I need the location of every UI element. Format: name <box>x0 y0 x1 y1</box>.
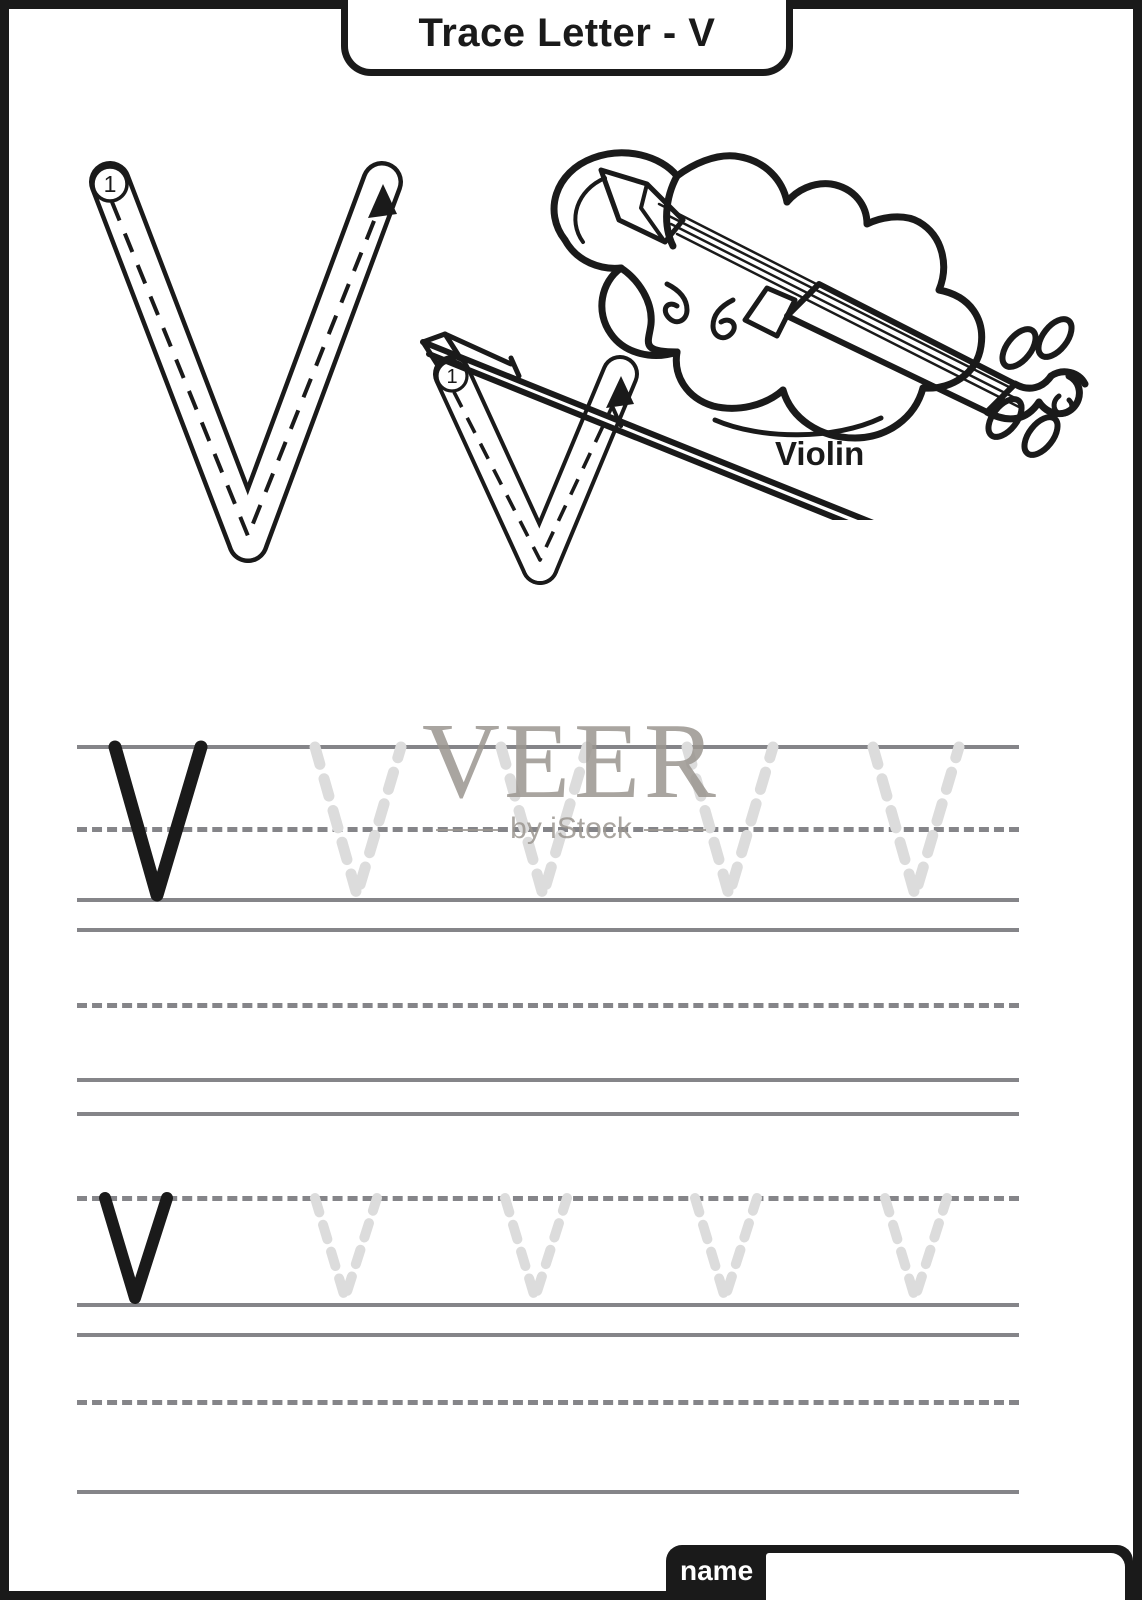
guide-letter-V <box>681 741 779 901</box>
rule-line <box>77 898 1019 902</box>
guide-letter-V <box>495 741 593 901</box>
rule-line <box>77 928 1019 932</box>
title-plaque: Trace Letter - V <box>341 0 793 76</box>
picture-label: Violin <box>775 435 865 472</box>
rule-line <box>77 1490 1019 1494</box>
guide-letter-v <box>500 1193 572 1303</box>
demo-lowercase-v: 1 <box>433 355 639 585</box>
rule-line <box>77 1003 1019 1008</box>
name-label: name <box>680 1555 754 1586</box>
rule-line <box>77 827 1019 832</box>
practice-area <box>77 740 1019 1494</box>
stroke-order-circle-1 <box>91 165 129 203</box>
stroke-order-number: 1 <box>446 366 457 388</box>
rule-line <box>77 1112 1019 1116</box>
name-input[interactable] <box>766 1553 1125 1600</box>
rule-line <box>77 1078 1019 1082</box>
rule-line <box>77 1400 1019 1405</box>
rule-line <box>77 745 1019 749</box>
page-title: Trace Letter - V <box>418 11 716 55</box>
guide-letter-V <box>309 741 407 901</box>
name-field-container: name <box>666 1545 1133 1600</box>
model-letter-V <box>108 740 208 902</box>
rule-line <box>77 1196 1019 1201</box>
practice-row-lowercase <box>99 1192 952 1304</box>
guide-letter-v <box>310 1193 382 1303</box>
rule-line <box>77 1303 1019 1307</box>
demo-uppercase-v: 1 <box>89 161 403 563</box>
violin-icon <box>420 149 1089 520</box>
guide-letter-v <box>880 1193 952 1303</box>
stroke-order-number: 1 <box>104 171 117 197</box>
rule-line <box>77 1333 1019 1337</box>
guide-letter-V <box>867 741 965 901</box>
demo-area: 1 1 <box>0 0 1124 690</box>
model-letter-v <box>99 1192 173 1304</box>
practice-row-uppercase <box>108 740 965 902</box>
guide-letter-v <box>690 1193 762 1303</box>
